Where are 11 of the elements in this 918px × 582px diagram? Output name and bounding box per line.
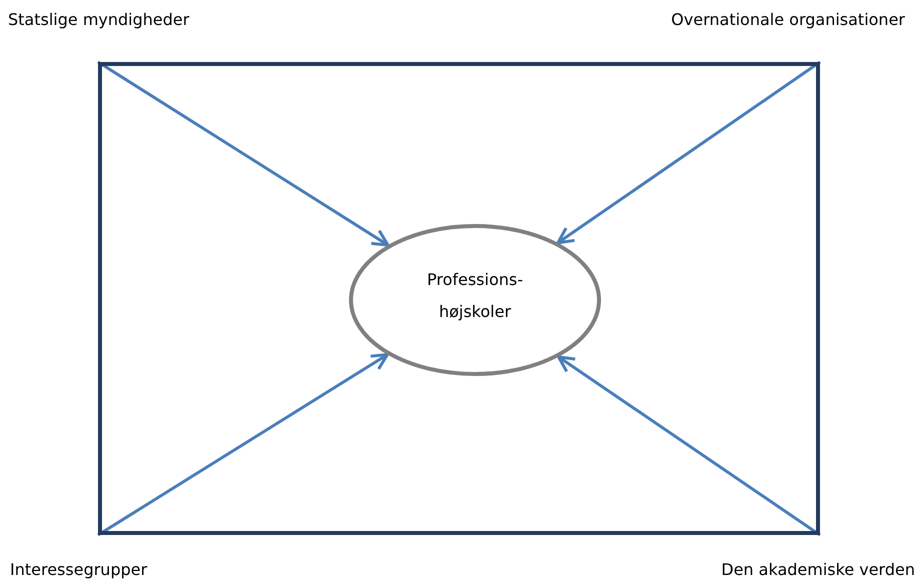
ellipse-node — [349, 224, 601, 376]
actor-label: Overnationale organisationer — [671, 10, 905, 29]
arrow — [556, 60, 821, 244]
arrow — [97, 60, 390, 247]
arrow — [557, 355, 821, 536]
actor-label: Den akademiske verden — [721, 560, 915, 579]
frame-rectangle — [98, 62, 820, 535]
node-label: Professions- højskoler — [426, 269, 524, 323]
arrow — [97, 353, 389, 536]
actor-label: Statslige myndigheder — [8, 10, 190, 29]
actor-label: Interessegrupper — [10, 560, 148, 579]
